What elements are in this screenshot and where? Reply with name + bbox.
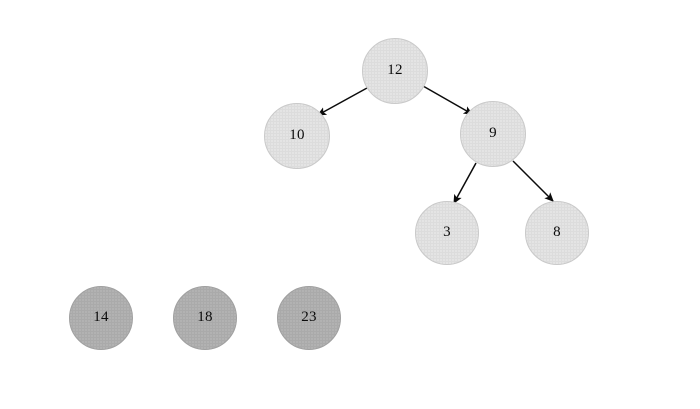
node-12[interactable]: 12 <box>362 38 428 104</box>
node-label-9: 9 <box>489 124 497 141</box>
node-label-12: 12 <box>387 61 403 78</box>
node-label-10: 10 <box>289 126 305 143</box>
edge-n12-to-n9 <box>422 85 474 115</box>
node-14[interactable]: 14 <box>69 286 133 350</box>
node-label-23: 23 <box>301 308 317 325</box>
edge-n9-to-n8 <box>512 160 554 202</box>
edge-n12-to-n10 <box>316 87 368 116</box>
node-10[interactable]: 10 <box>264 103 330 169</box>
edge-n9-to-n3 <box>453 162 477 205</box>
node-label-14: 14 <box>93 308 109 325</box>
node-8[interactable]: 8 <box>525 201 589 265</box>
node-label-18: 18 <box>197 308 213 325</box>
node-label-3: 3 <box>443 223 451 240</box>
node-23[interactable]: 23 <box>277 286 341 350</box>
node-label-8: 8 <box>553 223 561 240</box>
node-9[interactable]: 9 <box>460 101 526 167</box>
node-3[interactable]: 3 <box>415 201 479 265</box>
node-18[interactable]: 18 <box>173 286 237 350</box>
